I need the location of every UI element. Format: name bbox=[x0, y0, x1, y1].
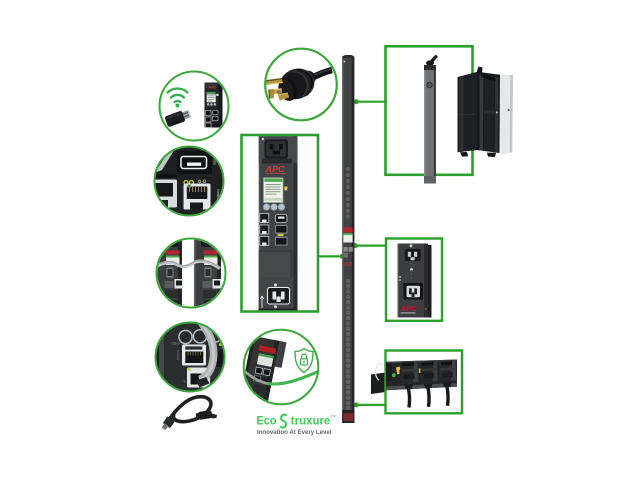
svg-text:APC: APC bbox=[264, 165, 284, 174]
svg-text:Console: Console bbox=[176, 350, 180, 361]
svg-text:Cisco: Cisco bbox=[172, 342, 180, 346]
svg-text:TM: TM bbox=[331, 415, 336, 419]
svg-text:APC: APC bbox=[399, 304, 417, 313]
svg-text:Eco: Eco bbox=[257, 414, 277, 428]
svg-text:APC: APC bbox=[207, 86, 216, 90]
svg-text:IP: IP bbox=[183, 380, 187, 383]
svg-text:Innovation At Every Level: Innovation At Every Level bbox=[257, 429, 332, 436]
svg-text:USB: USB bbox=[213, 157, 217, 165]
svg-text:Network: Network bbox=[216, 189, 220, 203]
svg-text:truxure: truxure bbox=[291, 414, 331, 428]
